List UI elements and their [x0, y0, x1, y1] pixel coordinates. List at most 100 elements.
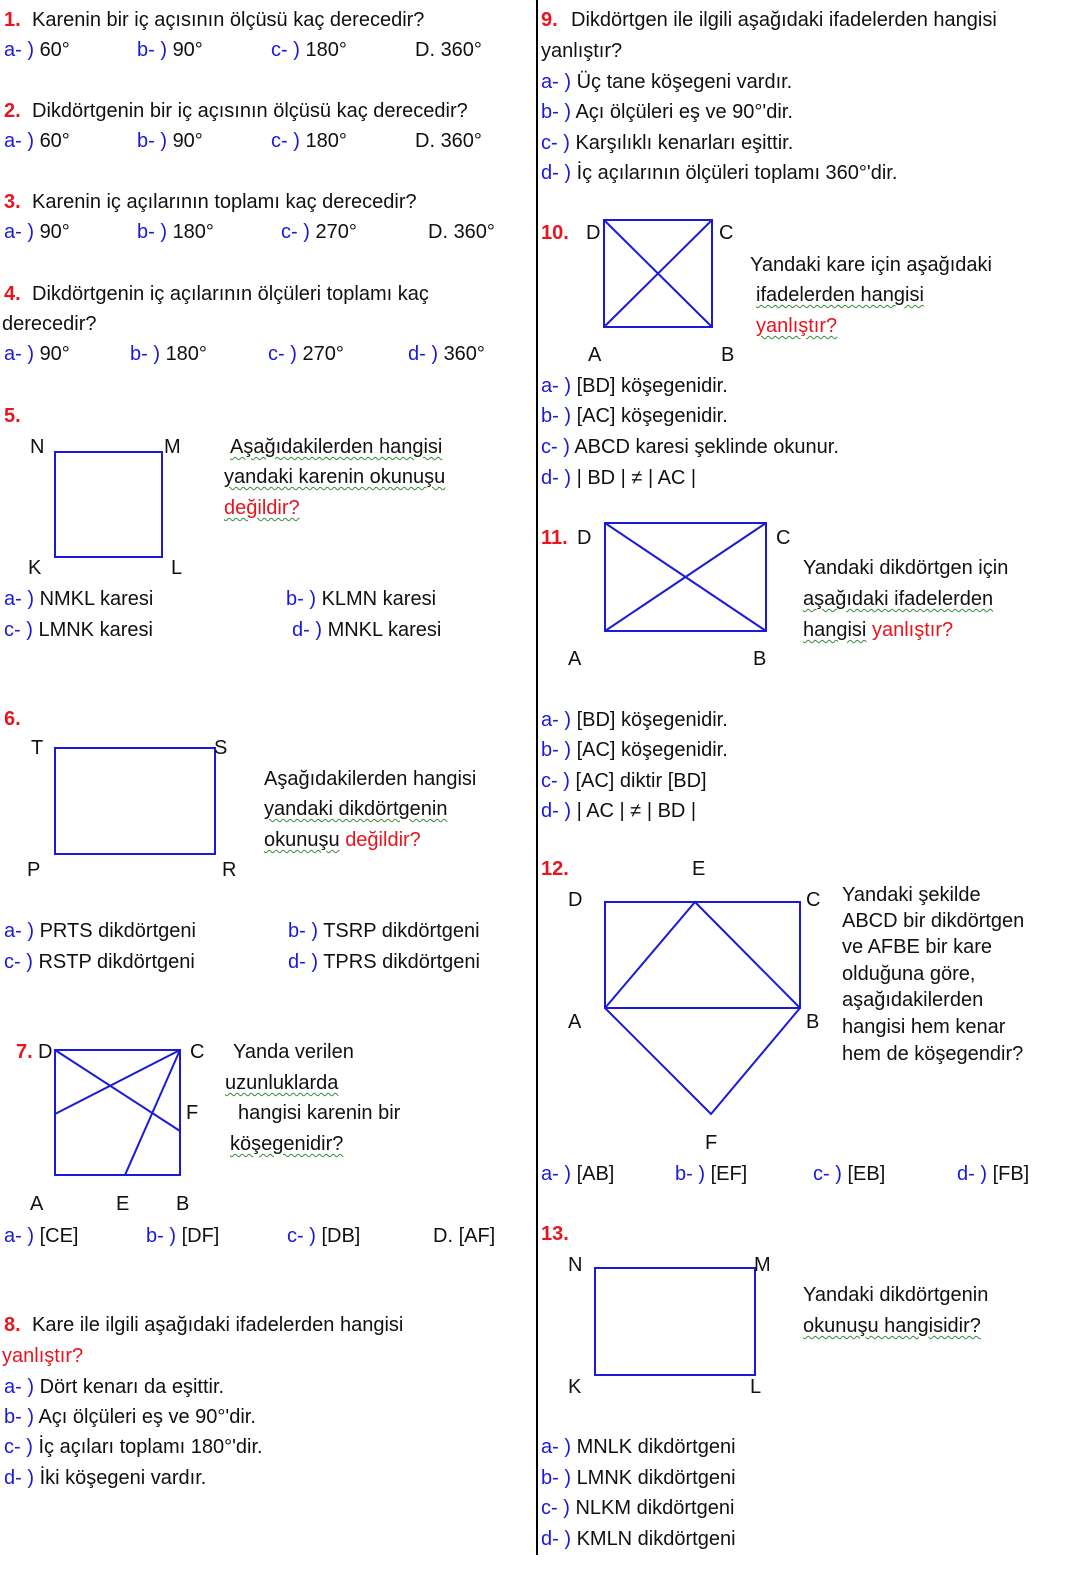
q9-option-a[interactable]: a- ) Üç tane köşegeni vardır. — [541, 70, 792, 94]
option-text: [AC] köşegenidir. — [576, 405, 728, 427]
q13-option-d[interactable]: d- ) KMLN dikdörtgeni — [541, 1527, 736, 1551]
q2-option-a[interactable]: a- ) 60° — [4, 129, 70, 153]
q6-text-emphasis: değildir? — [345, 829, 421, 851]
option-label: d- ) — [408, 343, 438, 365]
q12-figure — [604, 900, 801, 1116]
q4-option-b[interactable]: b- ) 180° — [130, 342, 207, 366]
q8-option-c[interactable]: c- ) İç açıları toplamı 180°'dir. — [4, 1435, 263, 1459]
q8-option-d[interactable]: d- ) İki köşegeni vardır. — [4, 1466, 206, 1490]
option-label: a- ) — [541, 375, 571, 397]
q9-number: 9. — [541, 9, 558, 31]
q11-option-b[interactable]: b- ) [AC] köşegenidir. — [541, 738, 728, 762]
q10-option-a[interactable]: a- ) [BD] köşegenidir. — [541, 374, 728, 398]
q2-option-b[interactable]: b- ) 90° — [137, 129, 203, 153]
q7-option-b[interactable]: b- ) [DF] — [146, 1224, 219, 1248]
option-label: a- ) — [4, 588, 34, 610]
q6-option-c[interactable]: c- ) RSTP dikdörtgeni — [4, 950, 195, 974]
q2-option-d[interactable]: D. 360° — [415, 129, 482, 153]
q7-figure — [54, 1049, 181, 1176]
q3-option-a[interactable]: a- ) 90° — [4, 220, 70, 244]
q9-option-b[interactable]: b- ) Açı ölçüleri eş ve 90°'dir. — [541, 100, 793, 124]
q11-option-d[interactable]: d- ) | AC | ≠ | BD | — [541, 799, 696, 823]
option-label: a- ) — [4, 1376, 34, 1398]
q13-vertex-n: N — [568, 1254, 583, 1276]
q3-option-d[interactable]: D. 360° — [428, 220, 495, 244]
q5-vertex-n: N — [30, 436, 45, 458]
q11-option-c[interactable]: c- ) [AC] diktir [BD] — [541, 769, 707, 793]
q6-option-a[interactable]: a- ) PRTS dikdörtgeni — [4, 919, 196, 943]
q13-option-a[interactable]: a- ) MNLK dikdörtgeni — [541, 1435, 736, 1459]
q7-text-line: köşegenidir? — [230, 1133, 344, 1155]
q12-text-line: Yandaki şekilde — [842, 884, 981, 906]
q7-option-c[interactable]: c- ) [DB] — [287, 1224, 360, 1248]
option-text: 90° — [39, 343, 70, 365]
q12-text-line: ve AFBE bir kare — [842, 936, 993, 958]
q3-number: 3. — [4, 191, 21, 213]
q12-option-d[interactable]: d- ) [FB] — [957, 1162, 1029, 1186]
q12-triangle — [604, 900, 801, 1009]
q7-square — [54, 1049, 181, 1176]
q8-option-b[interactable]: b- ) Açı ölçüleri eş ve 90°'dir. — [4, 1405, 256, 1429]
q10-option-b[interactable]: b- ) [AC] köşegenidir. — [541, 404, 728, 428]
q5-number: 5. — [4, 405, 21, 427]
q5-option-c[interactable]: c- ) LMNK karesi — [4, 618, 153, 642]
option-label: c- ) — [287, 1225, 316, 1247]
q3-option-b[interactable]: b- ) 180° — [137, 220, 214, 244]
q2-option-c[interactable]: c- ) 180° — [271, 129, 347, 153]
q13-number: 13. — [541, 1223, 569, 1245]
option-label: a- ) — [541, 709, 571, 731]
option-label: c- ) — [4, 951, 33, 973]
q2-number: 2. — [4, 100, 21, 122]
q11-number: 11. — [541, 527, 568, 549]
q3-option-c[interactable]: c- ) 270° — [281, 220, 357, 244]
q9-option-d[interactable]: d- ) İç açılarının ölçüleri toplamı 360°… — [541, 161, 897, 185]
option-text: 90° — [39, 221, 70, 243]
q4-option-c[interactable]: c- ) 270° — [268, 342, 344, 366]
q12-option-c[interactable]: c- ) [EB] — [813, 1162, 885, 1186]
option-text: 270° — [315, 221, 357, 243]
q6-text-word: okunuşu — [264, 829, 340, 851]
q7-point-e: E — [116, 1193, 130, 1215]
q13-option-c[interactable]: c- ) NLKM dikdörtgeni — [541, 1496, 734, 1520]
q9-text: Dikdörtgen ile ilgili aşağıdaki ifadeler… — [571, 9, 997, 31]
option-label: b- ) — [137, 130, 167, 152]
q13-vertex-l: L — [750, 1376, 762, 1398]
q11-figure — [604, 522, 767, 632]
q1-option-a[interactable]: a- ) 60° — [4, 38, 70, 62]
q4-option-a[interactable]: a- ) 90° — [4, 342, 70, 366]
q5-option-d[interactable]: d- ) MNKL karesi — [292, 618, 441, 642]
q1-option-c[interactable]: c- ) 180° — [271, 38, 347, 62]
q12-text-line: aşağıdakilerden — [842, 989, 984, 1011]
q5-option-b[interactable]: b- ) KLMN karesi — [286, 587, 436, 611]
option-label: b- ) — [286, 588, 316, 610]
q12-vertex-b: B — [806, 1011, 820, 1033]
q7-number: 7. — [16, 1041, 33, 1063]
q6-rectangle — [54, 747, 216, 855]
q11-option-a[interactable]: a- ) [BD] köşegenidir. — [541, 708, 728, 732]
q1-option-b[interactable]: b- ) 90° — [137, 38, 203, 62]
q10-option-d[interactable]: d- ) | BD | ≠ | AC | — [541, 466, 696, 490]
q12-option-b[interactable]: b- ) [EF] — [675, 1162, 747, 1186]
option-text: 180° — [305, 39, 347, 61]
q5-square — [54, 451, 163, 558]
q7-option-d[interactable]: D. [AF] — [433, 1224, 495, 1248]
q7-text-line: Yanda verilen — [233, 1041, 354, 1063]
q4-option-d[interactable]: d- ) 360° — [408, 342, 485, 366]
option-text: RSTP dikdörtgeni — [38, 951, 195, 973]
q5-option-a[interactable]: a- ) NMKL karesi — [4, 587, 153, 611]
q5-text-line: Aşağıdakilerden hangisi — [230, 436, 443, 458]
q1-option-d[interactable]: D. 360° — [415, 38, 482, 62]
option-text: 270° — [302, 343, 344, 365]
option-label: a- ) — [4, 1225, 34, 1247]
q6-option-b[interactable]: b- ) TSRP dikdörtgeni — [288, 919, 480, 943]
q4-number: 4. — [4, 283, 21, 305]
q8-option-a[interactable]: a- ) Dört kenarı da eşittir. — [4, 1375, 224, 1399]
q9-option-c[interactable]: c- ) Karşılıklı kenarları eşittir. — [541, 131, 793, 155]
option-text: MNKL karesi — [327, 619, 442, 641]
q12-option-a[interactable]: a- ) [AB] — [541, 1162, 614, 1186]
q10-option-c[interactable]: c- ) ABCD karesi şeklinde okunur. — [541, 435, 839, 459]
q7-option-a[interactable]: a- ) [CE] — [4, 1224, 78, 1248]
q13-option-b[interactable]: b- ) LMNK dikdörtgeni — [541, 1466, 736, 1490]
q6-option-d[interactable]: d- ) TPRS dikdörtgeni — [288, 950, 480, 974]
option-text: 360° — [440, 130, 482, 152]
